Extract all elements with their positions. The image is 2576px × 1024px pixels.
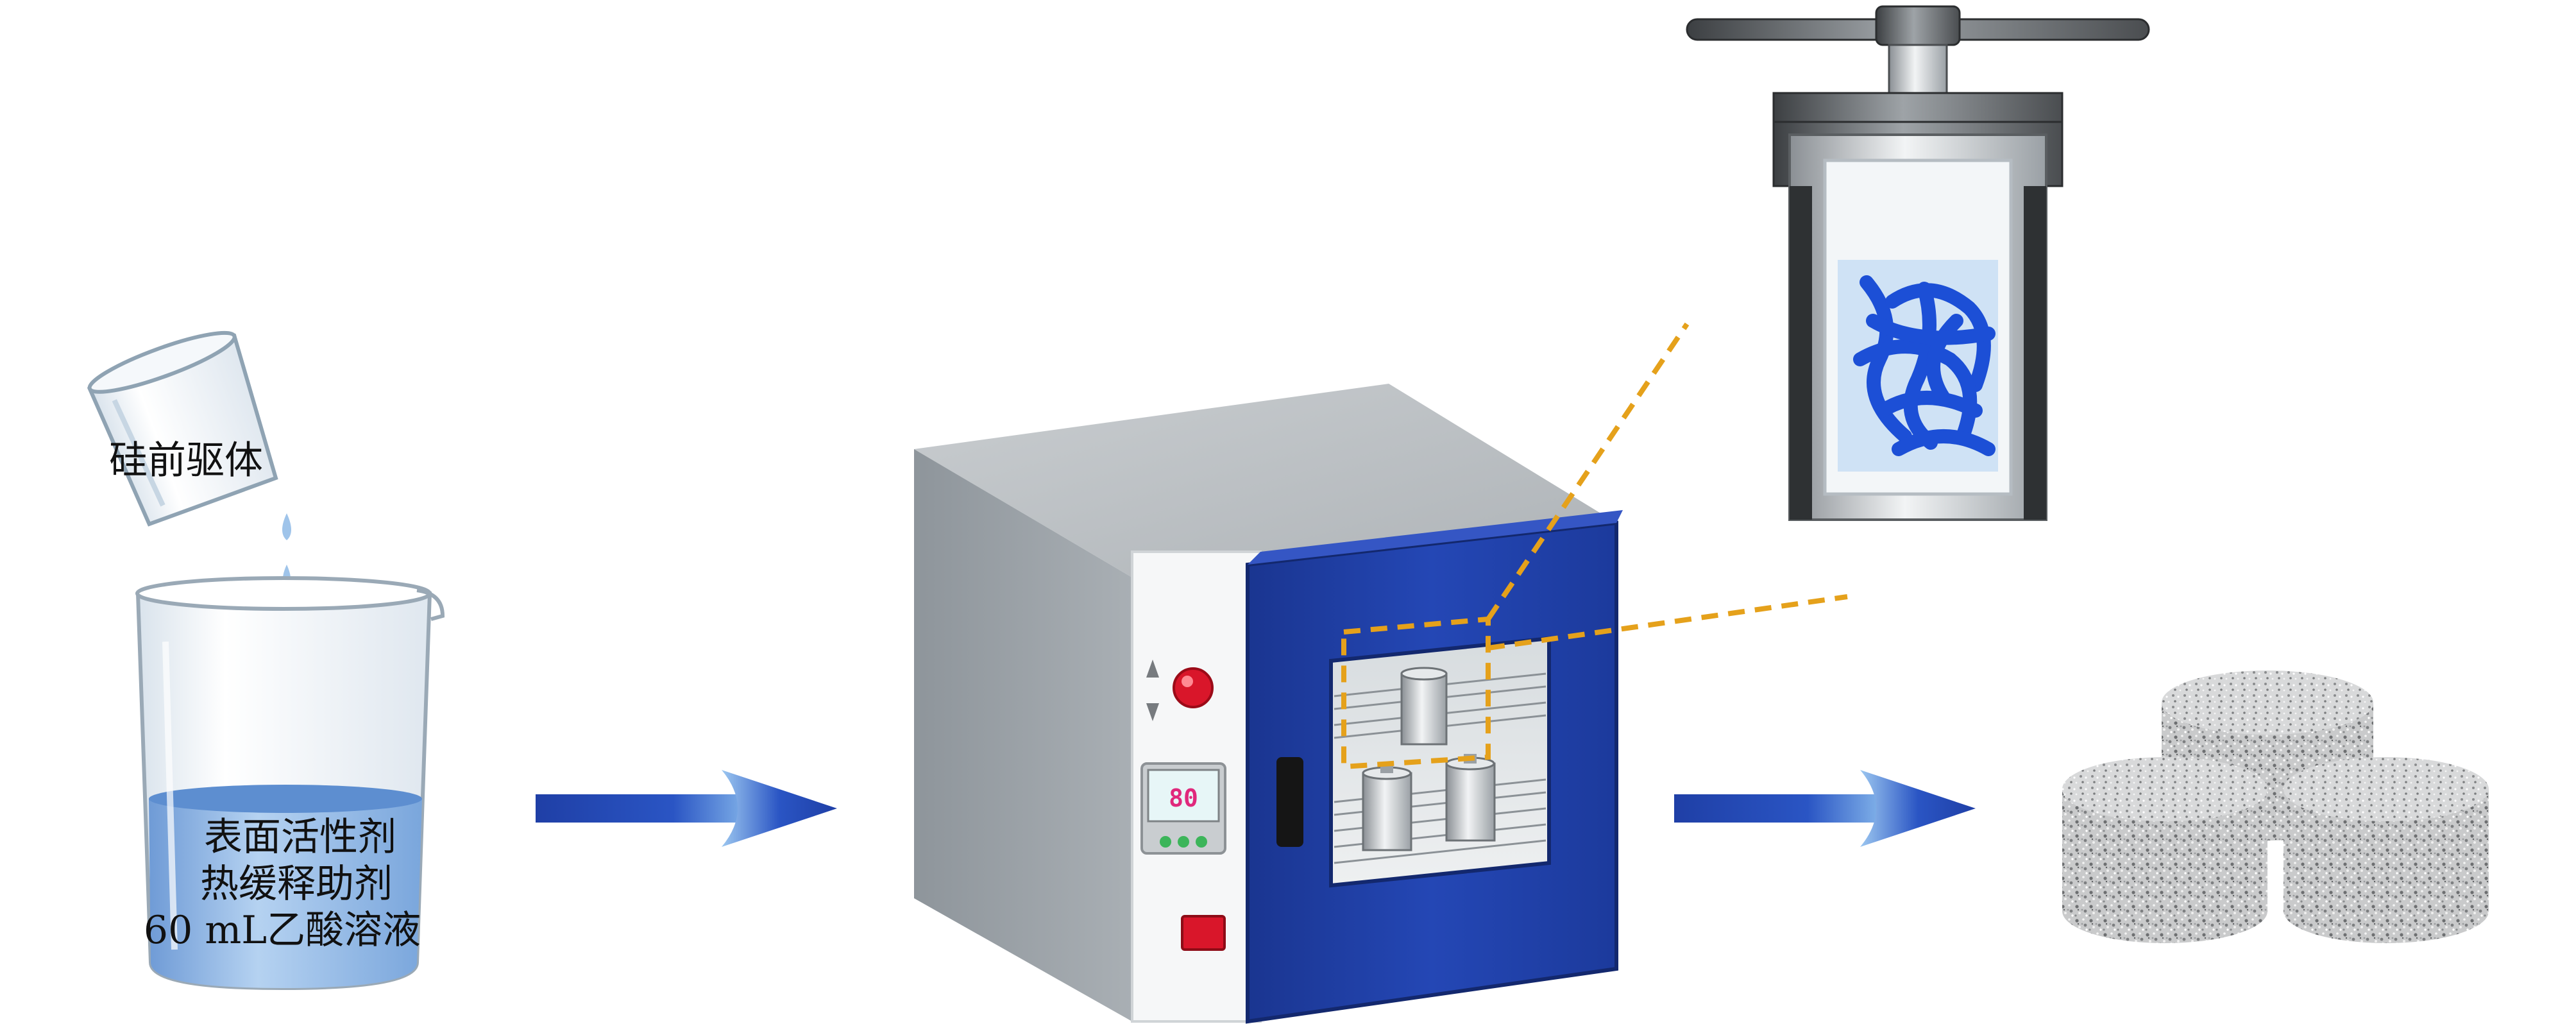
aerogel-cylinder xyxy=(2062,757,2267,943)
indicator-light xyxy=(1178,836,1189,848)
indicator-light xyxy=(1160,836,1171,848)
autoclave-icon xyxy=(1686,5,2150,521)
aerogel-cylinder xyxy=(2284,757,2489,943)
right-arrow-icon xyxy=(1674,770,1976,847)
beaker-label-line2: 热缓释助剂 xyxy=(200,862,393,907)
drop xyxy=(282,513,291,540)
aerogel-cylinders-icon xyxy=(2062,670,2489,943)
power-switch[interactable] xyxy=(1181,915,1226,951)
power-knob[interactable] xyxy=(1173,667,1214,708)
oven-vessel xyxy=(1362,764,1412,851)
zoom-indicator xyxy=(1341,322,1848,770)
oven-vessel xyxy=(1400,667,1448,746)
precursor-label: 硅前驱体 xyxy=(109,438,263,483)
right-arrow-icon xyxy=(536,770,837,847)
indicator-light xyxy=(1196,836,1207,848)
beaker-label-line1: 表面活性剂 xyxy=(204,815,396,860)
door-handle[interactable] xyxy=(1276,757,1303,847)
temperature-readout: 80 xyxy=(1169,784,1198,812)
fiber-network xyxy=(1853,275,1996,456)
drying-oven-icon: 80 xyxy=(914,384,1623,1024)
beaker-icon: 表面活性剂 热缓释助剂 60 mL乙酸溶液 xyxy=(135,576,445,991)
oven-vessel xyxy=(1445,754,1496,842)
beaker-label-line3: 60 mL乙酸溶液 xyxy=(144,908,421,953)
